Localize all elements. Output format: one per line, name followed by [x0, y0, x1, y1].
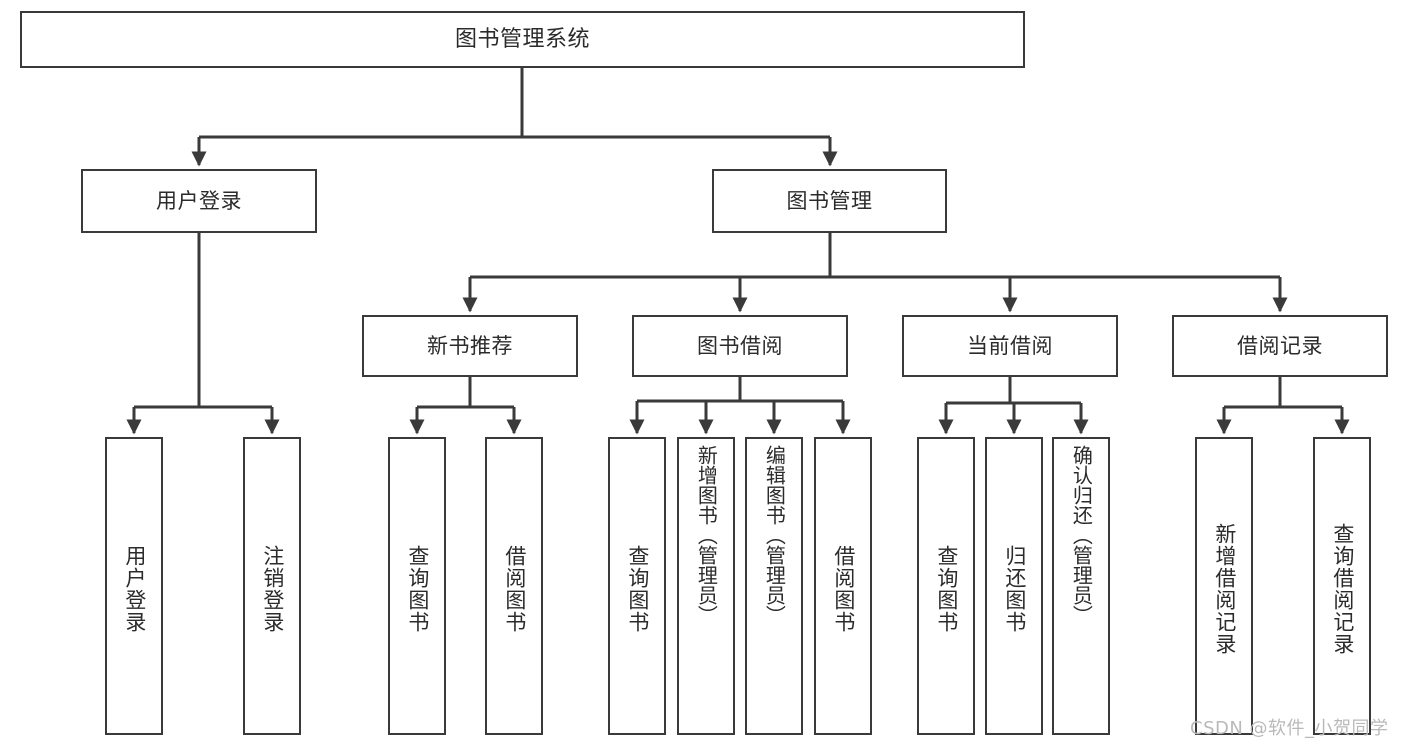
- node-leaf-borrow-book-rec-label: 借阅图书: [502, 545, 527, 633]
- node-leaf-return-book[interactable]: 归还图书: [985, 437, 1043, 735]
- node-leaf-logout-login-label: 注销登录: [260, 545, 285, 633]
- node-user-login-label: 用户登录: [156, 188, 242, 213]
- node-leaf-query-book-current-label: 查询图书: [934, 545, 959, 633]
- node-leaf-confirm-return-admin-label: 确认归还（管理员）: [1069, 445, 1094, 625]
- node-leaf-add-book-admin-label: 新增图书（管理员）: [694, 445, 719, 625]
- node-leaf-borrow-book-rec[interactable]: 借阅图书: [485, 437, 543, 735]
- node-current-borrow-label: 当前借阅: [967, 333, 1053, 358]
- node-leaf-query-book-rec-label: 查询图书: [405, 545, 430, 633]
- node-book-borrow-label: 图书借阅: [697, 333, 783, 358]
- node-leaf-user-login-label: 用户登录: [122, 545, 147, 633]
- node-user-login[interactable]: 用户登录: [81, 169, 317, 233]
- node-leaf-query-book-current[interactable]: 查询图书: [917, 437, 975, 735]
- node-leaf-query-book-borrow-label: 查询图书: [625, 545, 650, 633]
- node-leaf-add-book-admin[interactable]: 新增图书（管理员）: [677, 437, 735, 735]
- node-leaf-edit-book-admin-label: 编辑图书（管理员）: [762, 445, 787, 625]
- node-leaf-add-borrow-record[interactable]: 新增借阅记录: [1195, 437, 1253, 735]
- watermark-text: CSDN @软件_小贺同学: [1190, 718, 1389, 739]
- node-leaf-edit-book-admin[interactable]: 编辑图书（管理员）: [745, 437, 803, 735]
- node-root[interactable]: 图书管理系统: [20, 11, 1025, 68]
- node-book-manage[interactable]: 图书管理: [712, 169, 947, 233]
- node-leaf-borrow-book-label: 借阅图书: [831, 545, 856, 633]
- node-leaf-query-book-rec[interactable]: 查询图书: [388, 437, 446, 735]
- node-new-book-recommend[interactable]: 新书推荐: [362, 315, 578, 377]
- node-leaf-query-borrow-record[interactable]: 查询借阅记录: [1313, 437, 1371, 735]
- node-leaf-query-borrow-record-label: 查询借阅记录: [1330, 523, 1355, 655]
- node-leaf-confirm-return-admin[interactable]: 确认归还（管理员）: [1052, 437, 1110, 735]
- node-book-borrow[interactable]: 图书借阅: [632, 315, 848, 377]
- node-leaf-add-borrow-record-label: 新增借阅记录: [1212, 523, 1237, 655]
- node-current-borrow[interactable]: 当前借阅: [902, 315, 1118, 377]
- node-root-label: 图书管理系统: [454, 26, 590, 52]
- node-leaf-query-book-borrow[interactable]: 查询图书: [608, 437, 666, 735]
- node-borrow-record[interactable]: 借阅记录: [1172, 315, 1388, 377]
- node-book-manage-label: 图书管理: [786, 188, 873, 213]
- node-leaf-user-login[interactable]: 用户登录: [105, 437, 163, 735]
- node-new-book-recommend-label: 新书推荐: [427, 333, 513, 358]
- node-leaf-logout-login[interactable]: 注销登录: [243, 437, 301, 735]
- node-borrow-record-label: 借阅记录: [1237, 333, 1323, 358]
- node-leaf-return-book-label: 归还图书: [1002, 545, 1027, 633]
- node-leaf-borrow-book[interactable]: 借阅图书: [814, 437, 872, 735]
